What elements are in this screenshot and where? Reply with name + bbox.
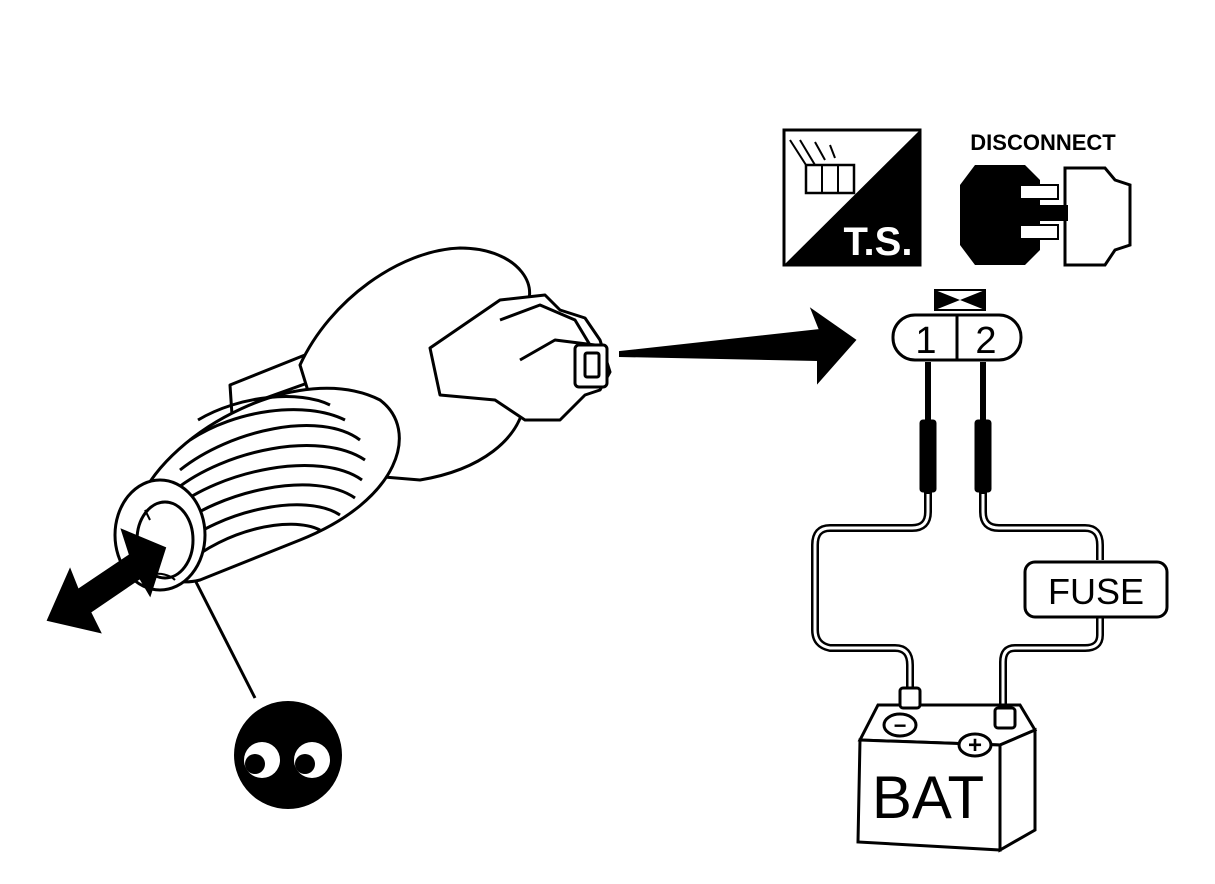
- pin-1-label: 1: [915, 320, 936, 362]
- test-wires-inner: [813, 494, 1102, 710]
- connection-arrow: [619, 307, 857, 385]
- disconnect-icon: DISCONNECT: [960, 130, 1132, 267]
- inspect-eyes-icon: [234, 701, 342, 809]
- solenoid-component: [113, 246, 612, 592]
- connector-terminals: 1 2: [891, 289, 1023, 362]
- battery: − + BAT: [856, 686, 1038, 853]
- battery-label: BAT: [872, 764, 984, 831]
- battery-positive-sign: +: [968, 732, 982, 759]
- inspect-leader-line: [193, 579, 257, 699]
- movement-arrow: [46, 528, 167, 634]
- disconnect-label: DISCONNECT: [970, 130, 1116, 155]
- fuse-label: FUSE: [1048, 571, 1144, 612]
- battery-positive-terminal: [957, 732, 993, 758]
- test-symbol-label: T.S.: [844, 220, 913, 264]
- battery-negative-terminal: [882, 712, 918, 738]
- test-symbol-icon: T.S.: [782, 128, 922, 267]
- battery-negative-sign: −: [894, 713, 907, 738]
- pin-2-label: 2: [975, 320, 996, 362]
- probe-leads: [919, 362, 992, 493]
- fuse: FUSE: [1023, 560, 1169, 619]
